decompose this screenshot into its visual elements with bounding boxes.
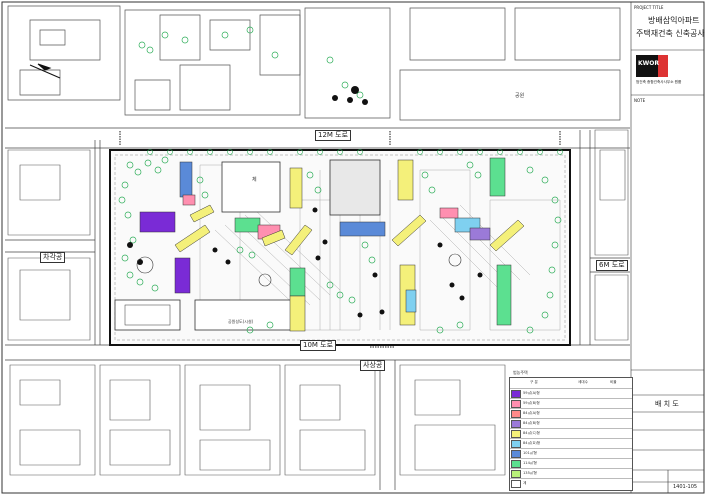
legend-row: 84㎡(A)형 bbox=[510, 408, 632, 418]
legend-swatch bbox=[511, 400, 521, 408]
park-label: 공원 bbox=[515, 93, 525, 99]
road-label-top: 12M 도로 bbox=[315, 130, 352, 141]
company-name: 범건축 종합건축사사무소 원룹 bbox=[636, 80, 682, 84]
project-label: PROJECT TITLE bbox=[634, 5, 664, 10]
right-blocks bbox=[594, 129, 629, 341]
legend-label: 101㎡형 bbox=[523, 451, 537, 455]
legend-swatch bbox=[511, 440, 521, 448]
legend-row: 84㎡(C)형 bbox=[510, 428, 632, 438]
logo-text: KWOR bbox=[638, 60, 659, 67]
legend-header-ratio: 비율 bbox=[610, 380, 617, 384]
drawing-title: 배 치 도 bbox=[655, 400, 679, 408]
legend-label: 114㎡형 bbox=[523, 461, 537, 465]
logo-mark bbox=[636, 55, 658, 77]
legend-swatch bbox=[511, 410, 521, 418]
boundary-trees bbox=[147, 149, 563, 155]
community-center bbox=[329, 159, 381, 216]
lower-facility bbox=[194, 299, 296, 331]
legend-swatch bbox=[511, 390, 521, 398]
legend-row: 59㎡(A)형 bbox=[510, 388, 632, 398]
legend-title: 범농주택 bbox=[513, 370, 528, 375]
apartment-blocks bbox=[139, 157, 525, 332]
legend-swatch bbox=[511, 460, 521, 468]
road-label-bottom-small: 사상공 bbox=[360, 360, 386, 371]
legend-label: 59㎡(A)형 bbox=[523, 391, 540, 395]
north-arrow-icon bbox=[29, 63, 61, 79]
notes-label: NOTE bbox=[634, 98, 646, 103]
legend-swatch bbox=[511, 430, 521, 438]
plaza-label: 공원성도(시설) bbox=[228, 319, 254, 324]
unit-legend: 범농주택 구 분 세대수 비율 59㎡(A)형 59㎡(B)형 84㎡(A)형 84㎡… bbox=[509, 371, 633, 491]
upper-area-trees bbox=[138, 26, 364, 99]
road-label-left: 차각공 bbox=[40, 252, 66, 263]
legend-row: 계 bbox=[510, 478, 632, 488]
upper-dark-trees bbox=[332, 86, 368, 105]
legend-row: 59㎡(B)형 bbox=[510, 398, 632, 408]
legend-swatch bbox=[511, 450, 521, 458]
legend-label: 84㎡(C)형 bbox=[523, 431, 540, 435]
crosswalks bbox=[119, 131, 561, 348]
legend-row: 114㎡형 bbox=[510, 458, 632, 468]
site-trees bbox=[118, 156, 562, 334]
legend-swatch bbox=[511, 470, 521, 478]
road-label-right: 6M 도로 bbox=[596, 260, 628, 271]
legend-label: 84㎡(A)형 bbox=[523, 411, 540, 415]
dark-trees bbox=[127, 207, 483, 318]
legend-label: 59㎡(B)형 bbox=[523, 401, 540, 405]
surrounding-blocks bbox=[7, 5, 621, 121]
drawing-number: 1401-105 bbox=[673, 484, 698, 490]
legend-label: 135㎡형 bbox=[523, 471, 537, 475]
playground bbox=[136, 253, 462, 287]
legend-header-type: 구 분 bbox=[530, 380, 538, 384]
left-blocks bbox=[7, 149, 91, 341]
legend-label: 계 bbox=[523, 481, 527, 485]
legend-row: 135㎡형 bbox=[510, 468, 632, 478]
project-title-line1: 방배삼익아파트 bbox=[648, 16, 700, 25]
center-label: 체 bbox=[252, 177, 257, 183]
project-title-line2: 주택재건축 신축공사 bbox=[636, 29, 705, 38]
legend-row: 101㎡형 bbox=[510, 448, 632, 458]
road-label-bottom: 10M 도로 bbox=[300, 340, 337, 351]
legend-label: 84㎡(D)형 bbox=[523, 441, 541, 445]
legend-row: 84㎡(B)형 bbox=[510, 418, 632, 428]
legend-row: 84㎡(D)형 bbox=[510, 438, 632, 448]
legend-label: 84㎡(B)형 bbox=[523, 421, 540, 425]
legend-header-count: 세대수 bbox=[578, 380, 588, 384]
legend-swatch bbox=[511, 420, 521, 428]
lower-blocks bbox=[9, 364, 506, 476]
legend-swatch bbox=[511, 480, 521, 488]
central-facility bbox=[221, 161, 281, 213]
